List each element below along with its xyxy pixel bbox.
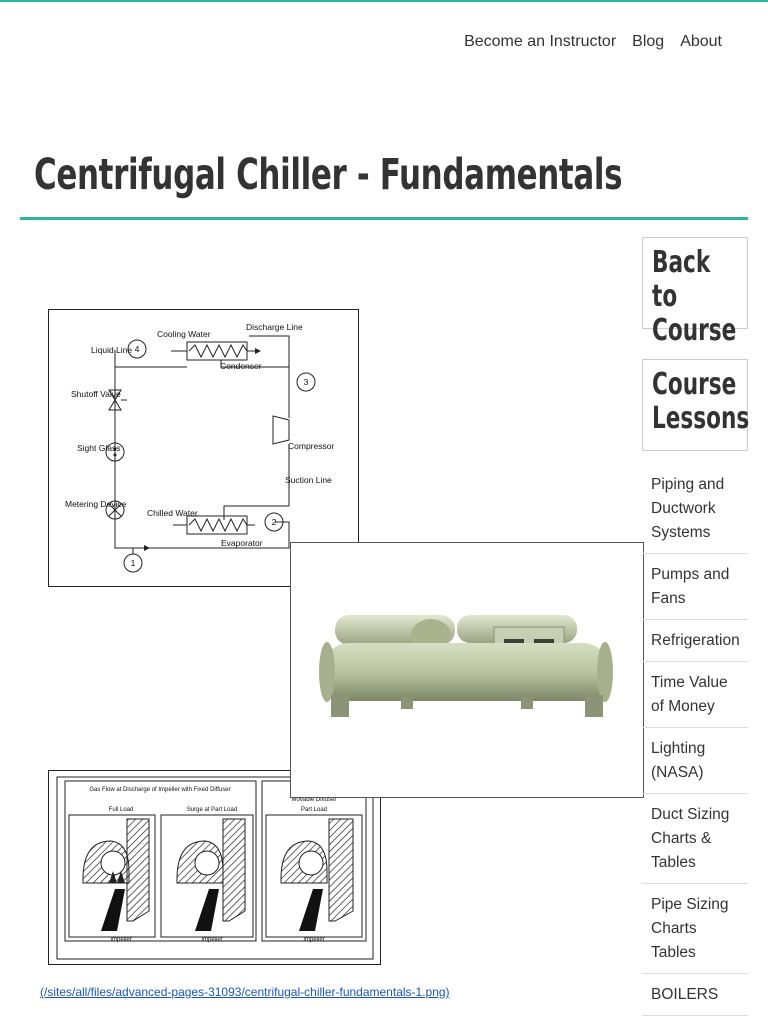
evaporator-label: Evaporator [221,538,263,548]
metering-device-label: Metering Device [65,499,127,509]
lesson-item[interactable]: Duct Sizing Charts & Tables [642,794,748,884]
lesson-item[interactable]: Time Value of Money [642,662,748,728]
node-2-label: 2 [272,517,277,527]
lesson-item[interactable]: Pumps and Fans [642,554,748,620]
nav-become-instructor[interactable]: Become an Instructor [464,33,617,50]
cooling-water-label: Cooling Water [157,329,211,339]
course-lessons-heading: Course Lessons [642,359,750,451]
back-to-course-button[interactable]: Back to Course [642,237,748,348]
impeller-label-3: Impeller [303,937,324,943]
chiller-photo [290,542,644,798]
condenser-label: Condenser [220,361,262,371]
top-nav: Become an Instructor Blog About [464,33,722,51]
caption-fixed-diffuser: Gas Flow at Discharge of Impeller with F… [89,787,230,793]
nav-blog[interactable]: Blog [632,33,665,50]
part-load-label: Part Load [301,807,327,813]
title-underline [20,217,748,220]
caption-movable-diffuser: Movable Diffuser [292,797,337,803]
lesson-item[interactable]: Piping and Ductwork Systems [642,464,748,554]
back-to-course-label: Back to Course [652,245,737,348]
lesson-item[interactable]: Pipe Sizing Charts Tables [642,884,748,974]
discharge-line-label: Discharge Line [246,322,303,332]
shutoff-valve-label: Shutoff Valve [71,389,121,399]
impeller-label-1: Impeller [110,937,131,943]
lesson-item[interactable]: Refrigeration [642,620,748,662]
lesson-list: Piping and Ductwork Systems Pumps and Fa… [642,464,748,1016]
nav-about[interactable]: About [680,33,722,50]
impeller-gas-flow-diagram: Gas Flow at Discharge of Impeller with F… [48,770,381,965]
page-title: Centrifugal Chiller - Fundamentals [34,150,623,200]
lesson-item[interactable]: Lighting (NASA) [642,728,748,794]
course-lessons-label: Course Lessons [652,367,750,436]
image-source-link[interactable]: (/sites/all/files/advanced-pages-31093/c… [40,985,450,999]
compressor-label: Compressor [288,441,334,451]
liquid-line-label: Liquid Line [91,345,132,355]
lesson-item[interactable]: BOILERS [642,974,748,1016]
node-3-label: 3 [304,377,309,387]
chilled-water-label: Chilled Water [147,508,198,518]
suction-line-label: Suction Line [285,475,332,485]
top-accent-rule [0,0,768,2]
full-load-label: Full Load [109,807,134,813]
sight-glass-label: Sight Glass [77,443,120,453]
refrigeration-cycle-diagram: 4 3 2 1 Cooling Water Discharge Line Liq… [48,309,359,587]
sidebar: Back to Course Course Lessons Piping and… [642,237,749,1016]
impeller-label-2: Impeller [201,937,222,943]
node-1-label: 1 [131,558,136,568]
surge-label: Surge at Part Load [187,807,237,813]
node-4-label: 4 [135,344,140,354]
